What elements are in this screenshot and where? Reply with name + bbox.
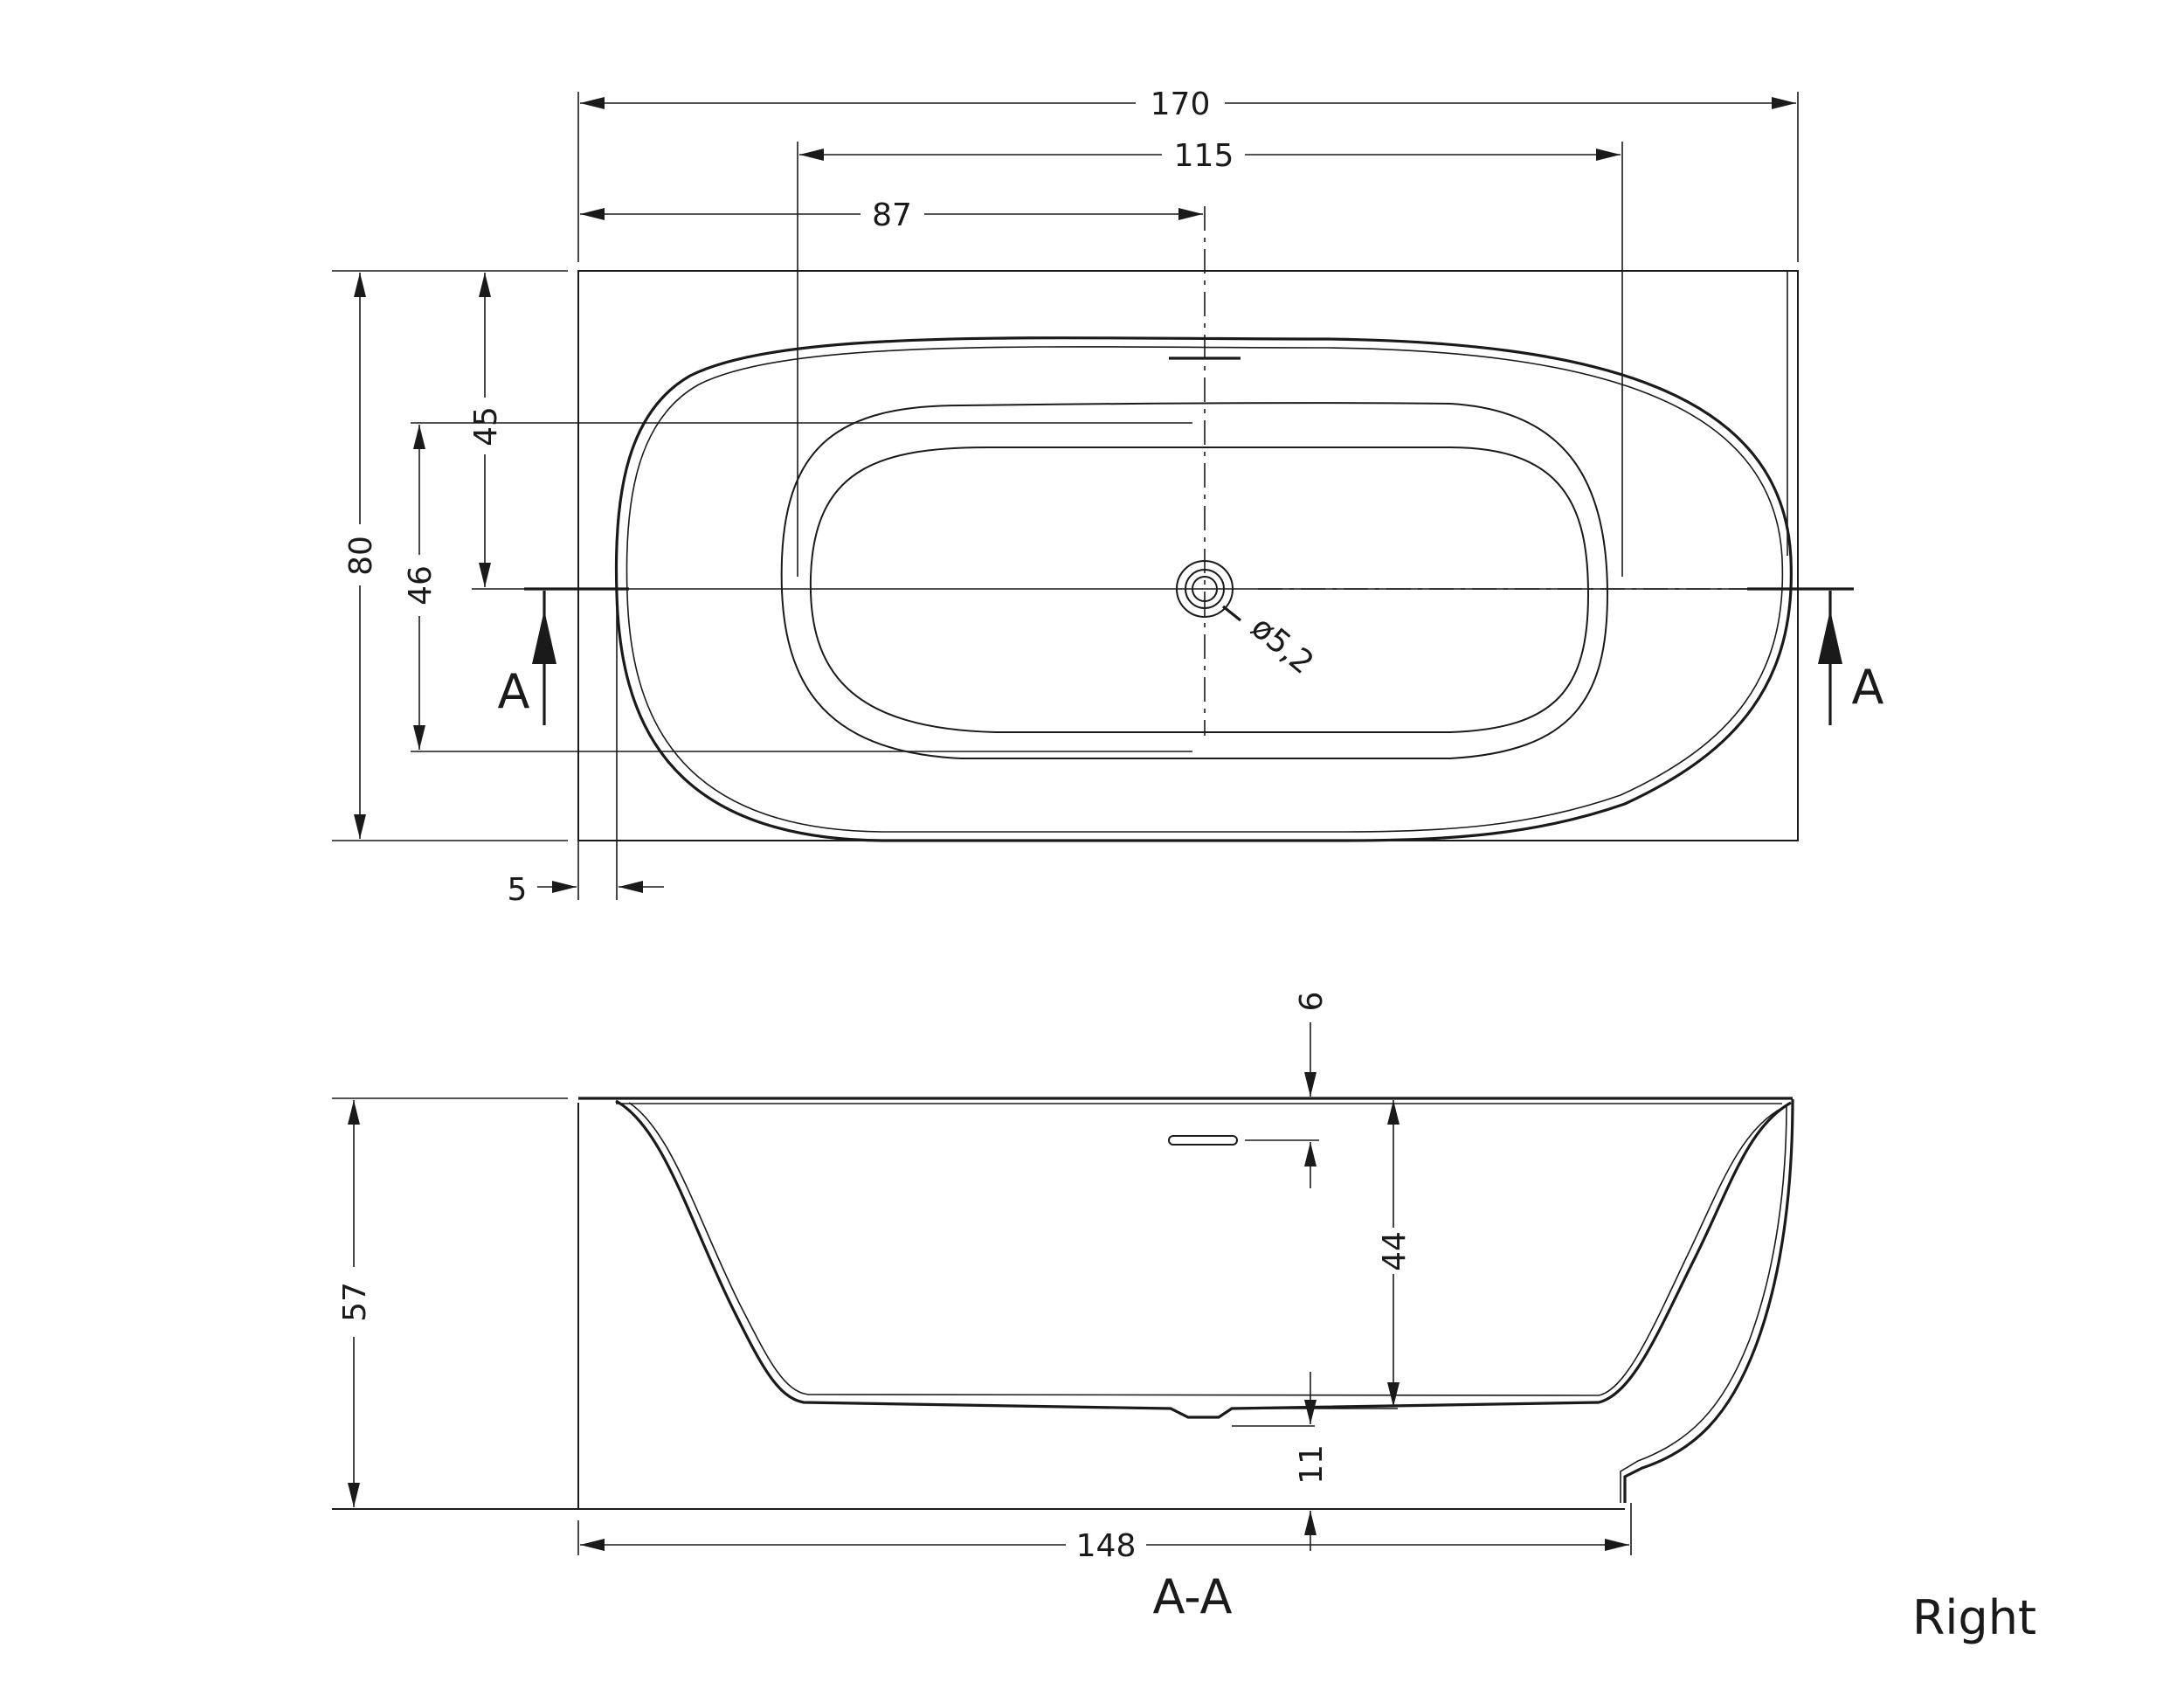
- section-marker-right-label: A: [1852, 660, 1884, 715]
- dim-rim-thickness: 6: [1294, 992, 1330, 1097]
- dim-46-text: 46: [403, 565, 439, 606]
- dim-overall-length: 170: [580, 87, 1796, 122]
- dim-drain-offset: 87: [580, 197, 1203, 233]
- dim-6-text: 6: [1294, 992, 1330, 1012]
- dim-11-text: 11: [1294, 1444, 1330, 1485]
- dim-87-text: 87: [872, 197, 912, 233]
- dim-basin-width: 46: [403, 425, 439, 750]
- dim-total-height: 57: [337, 1100, 373, 1507]
- dim-drain-from-back: 45: [468, 273, 504, 587]
- dim-base-length: 148: [580, 1528, 1629, 1564]
- dim-44-text: 44: [1377, 1231, 1413, 1271]
- dim-148-text: 148: [1076, 1528, 1137, 1564]
- basin-inner: [809, 446, 1590, 733]
- variant-label: Right: [1912, 1590, 2036, 1645]
- dim-45-text: 45: [468, 406, 504, 446]
- dim-80-text: 80: [343, 536, 379, 576]
- section-marker-left: A: [498, 591, 556, 725]
- section-marker-right: A: [1818, 591, 1884, 725]
- dim-rim-offset: 5: [508, 872, 664, 908]
- bowl-profile-inner: [628, 1102, 1783, 1396]
- dim-overall-width: 80: [343, 273, 379, 839]
- basin-outer: [780, 402, 1609, 759]
- dim-drain-diameter-text: ø5,2: [1244, 609, 1320, 681]
- section-title: A-A: [1153, 1569, 1233, 1624]
- inner-rim-curve: [625, 346, 1784, 833]
- tub-outline-rect: [577, 270, 1799, 841]
- overflow-slot-section: [1168, 1135, 1238, 1146]
- bowl-profile-outer: [615, 1099, 1792, 1419]
- dim-57-text: 57: [337, 1282, 373, 1322]
- section-view: 6 57 44 11 148 A-A: [332, 992, 1794, 1624]
- dim-basin-length: 115: [799, 138, 1621, 174]
- outer-rim-curve: [614, 336, 1793, 842]
- dim-115-text: 115: [1174, 138, 1234, 174]
- dim-170-text: 170: [1151, 87, 1211, 122]
- drain-icon: [1176, 560, 1241, 622]
- dim-5-text: 5: [508, 872, 528, 908]
- dim-bottom-clearance: 11: [1294, 1372, 1330, 1551]
- skirt-profile: [1623, 1098, 1794, 1503]
- section-marker-left-label: A: [498, 664, 530, 719]
- plan-view: 170 115 87 80 45 46: [332, 87, 1884, 908]
- dim-basin-depth: 44: [1377, 1100, 1413, 1407]
